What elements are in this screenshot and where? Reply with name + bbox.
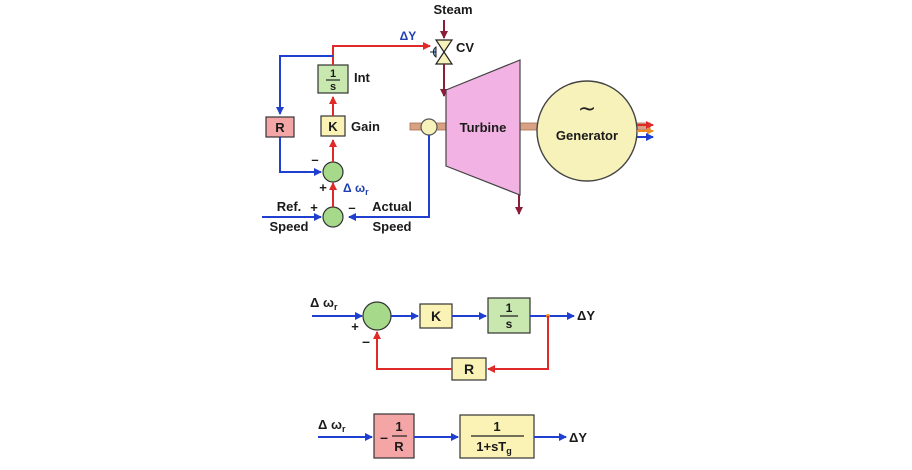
cv-label: CV: [456, 40, 474, 55]
generator-label: Generator: [556, 128, 618, 143]
bot-output-label: ΔY: [569, 430, 587, 445]
gain-label: Gain: [351, 119, 380, 134]
upper-sum-minus-sign: –: [311, 152, 318, 167]
mid-gain-block: [419, 303, 453, 329]
steam-label: Steam: [433, 2, 472, 17]
gain-block-label: K: [328, 119, 338, 134]
mid-gain-label: K: [431, 308, 441, 324]
delta-y-label: ΔY: [400, 29, 417, 43]
int-label: Int: [354, 70, 371, 85]
lower-sum-minus-sign: –: [348, 200, 355, 215]
delta-omega-label: Δ ωr: [343, 181, 369, 197]
mid-summing-junction: [362, 301, 392, 331]
actual-speed-label: Speed: [372, 219, 411, 234]
bot-droop-sign: –: [380, 429, 388, 445]
bot-tf-numerator: 1: [493, 419, 500, 434]
lower-summing-junction: [322, 206, 344, 228]
turbine-label: Turbine: [460, 120, 507, 135]
speed-sensor-icon: [420, 118, 438, 136]
mid-plus-sign: +: [351, 319, 359, 334]
bot-droop-denominator: R: [394, 439, 404, 454]
droop-feedback-wire-in: [279, 137, 322, 176]
lower-sum-plus-sign: +: [310, 200, 318, 215]
mid-input-label: Δ ωr: [310, 295, 338, 312]
int-numerator: 1: [330, 68, 336, 80]
actual-label: Actual: [372, 199, 412, 214]
mid-int-denominator: s: [506, 317, 513, 331]
ref-label: Ref.: [277, 199, 302, 214]
generator-sine-icon: ~: [578, 97, 596, 122]
upper-sum-plus-sign: +: [319, 180, 327, 195]
bot-tf-denominator: 1+sTg: [476, 439, 512, 456]
actual-speed-wire: [348, 135, 430, 221]
mid-output-label: ΔY: [577, 308, 595, 323]
middle-diagram: Δ ωr + – K 1 s ΔY R: [310, 295, 595, 381]
upper-summing-junction: [322, 161, 344, 183]
mid-feedback-wire-left: [373, 331, 452, 370]
mid-r-label: R: [464, 361, 474, 377]
top-diagram: Steam CV Turbine ~ Generator Actual: [262, 2, 654, 234]
generator-output-arrows: [637, 121, 654, 141]
int-to-valve-wire: [332, 42, 431, 65]
droop-r-label: R: [275, 120, 285, 135]
mid-int-numerator: 1: [506, 301, 513, 315]
ref-speed-label: Speed: [269, 219, 308, 234]
droop-feedback-wire-down: [276, 55, 333, 115]
mid-minus-sign: –: [362, 333, 370, 349]
mid-feedback-wire-right: [487, 316, 549, 373]
bottom-diagram: Δ ωr – 1 R 1 1+sTg ΔY: [318, 413, 587, 459]
int-denominator: s: [330, 81, 336, 93]
bot-input-label: Δ ωr: [318, 417, 346, 434]
bot-droop-numerator: 1: [395, 419, 402, 434]
control-valve-icon: [430, 39, 454, 65]
